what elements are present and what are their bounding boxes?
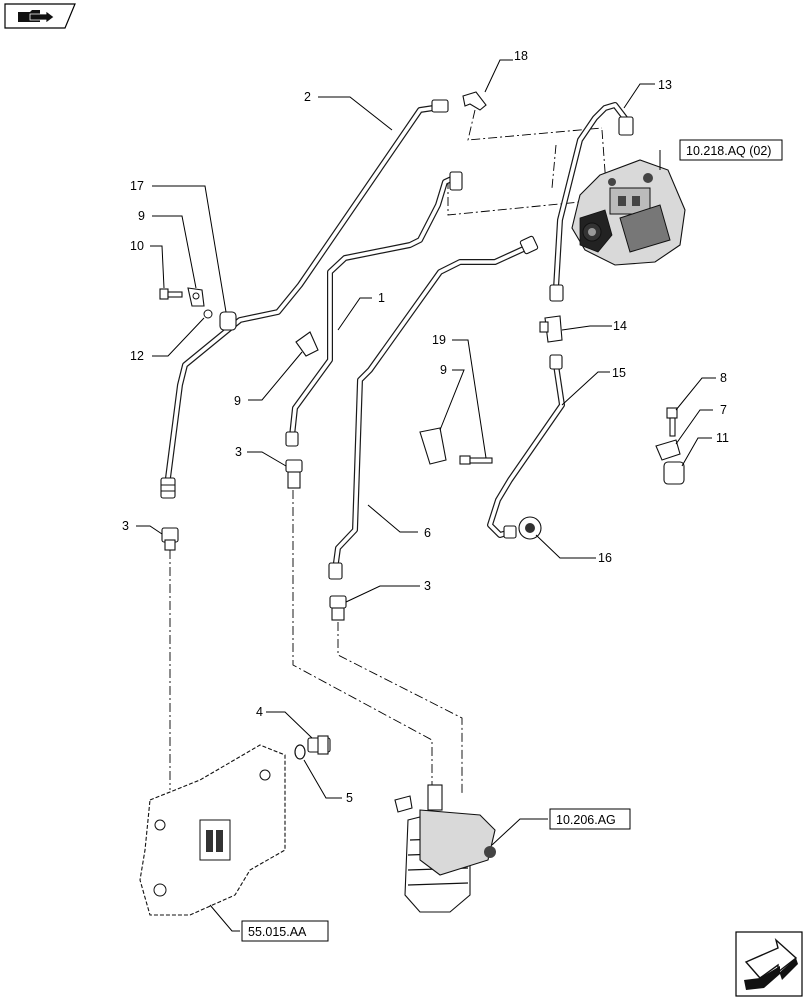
folder-arrow-icon[interactable] (4, 3, 76, 29)
callout-3-left: 3 (122, 519, 129, 533)
callout-10: 10 (130, 239, 144, 253)
reference-fuel-filter[interactable]: 10.206.AG (549, 808, 631, 830)
callout-9-right: 9 (440, 363, 447, 377)
fuel-pipe-2 (160, 99, 449, 499)
svg-text:10.206.AG: 10.206.AG (556, 813, 616, 827)
callout-5: 5 (346, 791, 353, 805)
callout-19: 19 (432, 333, 446, 347)
reference-engine-block[interactable]: 55.015.AA (241, 920, 329, 942)
reference-injection-pump[interactable]: 10.218.AQ (02) (679, 139, 783, 161)
small-parts (159, 91, 685, 760)
callout-12: 12 (130, 349, 144, 363)
callout-13: 13 (658, 78, 672, 92)
callout-9-middle: 9 (234, 394, 241, 408)
callout-11: 11 (716, 431, 729, 445)
callout-6: 6 (424, 526, 431, 540)
callout-8: 8 (720, 371, 727, 385)
leader-lines (136, 59, 716, 932)
alignment-lines (169, 109, 607, 795)
fuel-pipe-1 (285, 171, 463, 447)
fuel-pipe-13 (549, 102, 634, 302)
callout-9-upper: 9 (138, 209, 145, 223)
callout-7: 7 (720, 403, 727, 417)
fuel-pipe-6 (328, 235, 539, 580)
engine-block-housing (139, 744, 286, 916)
callout-3-lower: 3 (424, 579, 431, 593)
callout-4: 4 (256, 705, 263, 719)
callout-3-upper: 3 (235, 445, 242, 459)
svg-text:55.015.AA: 55.015.AA (248, 925, 307, 939)
fuel-pipe-15 (487, 354, 565, 539)
callout-16: 16 (598, 551, 612, 565)
fuel-filter (394, 784, 496, 913)
callout-17: 17 (130, 179, 144, 193)
callout-2: 2 (304, 90, 311, 104)
next-page-arrow-icon[interactable] (735, 931, 803, 997)
svg-text:10.218.AQ (02): 10.218.AQ (02) (686, 144, 771, 158)
callout-18: 18 (514, 49, 528, 63)
injection-pump (571, 159, 686, 266)
callouts: 2 18 13 17 9 10 12 1 9 3 3 3 6 19 9 14 1… (122, 49, 729, 805)
callout-1: 1 (378, 291, 385, 305)
callout-15: 15 (612, 366, 626, 380)
callout-14: 14 (613, 319, 627, 333)
